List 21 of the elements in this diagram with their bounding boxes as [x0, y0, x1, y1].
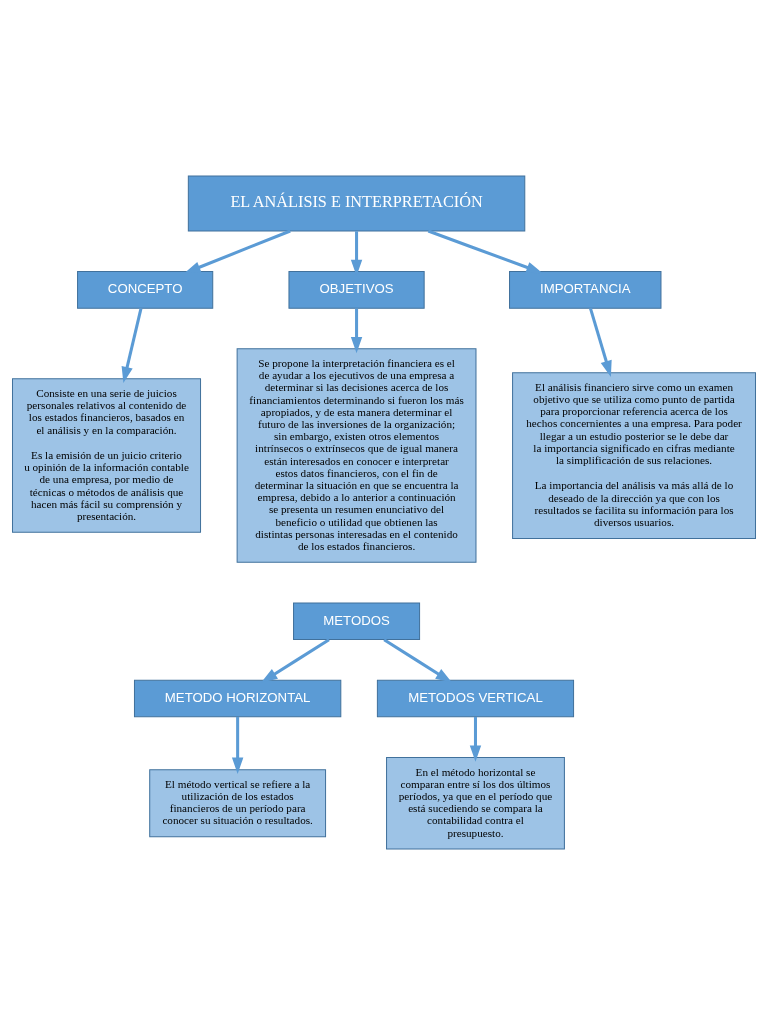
node-box: OBJETIVOS — [288, 270, 425, 309]
arrow — [589, 307, 612, 377]
node-box: Consiste en una serie de juicios personales relativos al contenido de los estados financieros, basados en el análisis y en la comparación. Es la emisión de un juicio criterio u opinión de la información contable de una empresa, por medio de técnicas o métodos de análisis que hacen más fácil su comprensión y presentación. — [12, 377, 202, 533]
arrow — [350, 307, 363, 353]
arrow — [383, 637, 452, 683]
node-box: METODOS — [293, 601, 421, 640]
node-box: CONCEPTO — [77, 270, 214, 309]
node-box: IMPORTANCIA — [509, 270, 662, 309]
arrow — [469, 716, 482, 762]
node-box: Se propone la interpretación financiera es el de ayudar a los ejecutivos de una empresa a determinar si las decisiones acerca de los financiamientos determinando si fueron los más apropiados, y de esta manera determinar el futuro de las inversiones de la organización; sin embargo, existen otros elementos intrínsecos o extrínsecos que de igual manera están interesados en conocer e interpretar estos datos financieros, con el fin de determinar la situación en que se encuentra la empresa, debido a lo anterior a continuación se presenta un resumen enunciativo del beneficio o utilidad que obtienen las distintas personas interesadas en el contenido de los estados financieros. — [236, 347, 477, 563]
node-box: METODO HORIZONTAL — [133, 679, 342, 717]
arrow — [231, 716, 244, 774]
node-box: El análisis financiero sirve como un examen objetivo que se utiliza como punto de partida para proporcionar referencia acerca de los hechos concernientes a una empresa. Para poder llegar a un estudio posterior se le debe dar la importancia significado en cifras mediante la simplificación de sus relaciones. La importancia del análisis va más allá de lo deseado de la dirección ya que con los resultados se facilita su información para los diversos usuarios. — [512, 371, 756, 539]
node-box: En el método horizontal se comparan entre sí los dos últimos períodos, ya que en el período que está sucediendo se compara la contabilidad contra el presupuesto. — [386, 756, 565, 849]
node-box: El método vertical se refiere a la utilización de los estados financieros de un período para conocer su situación o resultados. — [149, 768, 327, 837]
arrow — [184, 229, 291, 273]
arrow — [121, 307, 143, 383]
node-box: METODOS VERTICAL — [376, 679, 575, 717]
arrow — [427, 229, 543, 273]
node-box: EL ANÁLISIS E INTERPRETACIÓN — [187, 175, 526, 231]
arrow — [261, 637, 330, 683]
